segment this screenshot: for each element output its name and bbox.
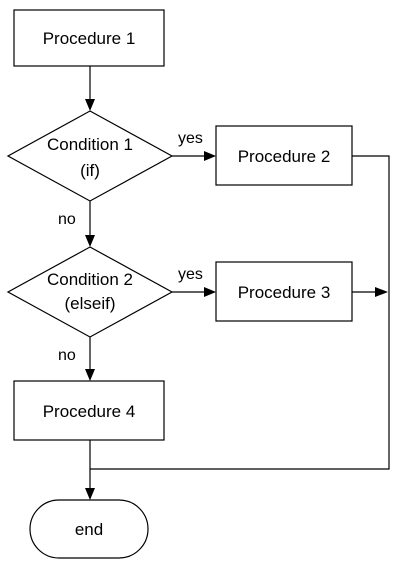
edge-label-condition2-no: no (58, 347, 76, 364)
procedure-3-label: Procedure 3 (238, 283, 331, 302)
connector-procedure2-return (90, 155, 390, 470)
arrowhead-into-procedure3 (204, 287, 216, 297)
arrowhead-procedure3-merge (375, 287, 388, 297)
arrowhead-into-procedure2 (204, 151, 216, 161)
procedure-1-label: Procedure 1 (43, 29, 136, 48)
arrowhead-into-condition2 (85, 235, 95, 247)
edge-label-condition1-no: no (58, 211, 76, 228)
arrowhead-into-procedure4 (85, 369, 95, 381)
procedure-4-label: Procedure 4 (43, 402, 136, 421)
procedure-2-box (215, 125, 353, 186)
procedure-3-box (215, 261, 353, 322)
end-label: end (75, 520, 103, 539)
edge-label-condition2-yes: yes (178, 266, 203, 283)
procedure-1-box (13, 9, 165, 67)
arrowhead-into-end (85, 488, 95, 500)
arrowhead-into-condition1 (85, 99, 95, 111)
procedure-4-box (13, 380, 165, 441)
end-terminator (29, 499, 149, 559)
condition-1-label-line2: (if) (80, 161, 100, 180)
condition-1-diamond (6, 110, 174, 202)
condition-1-label-line1: Condition 1 (47, 135, 133, 154)
condition-2-label-line1: Condition 2 (47, 270, 133, 289)
condition-2-diamond (6, 246, 174, 338)
edge-label-condition1-yes: yes (178, 130, 203, 147)
condition-2-label-line2: (elseif) (64, 294, 115, 313)
procedure-2-label: Procedure 2 (238, 147, 331, 166)
